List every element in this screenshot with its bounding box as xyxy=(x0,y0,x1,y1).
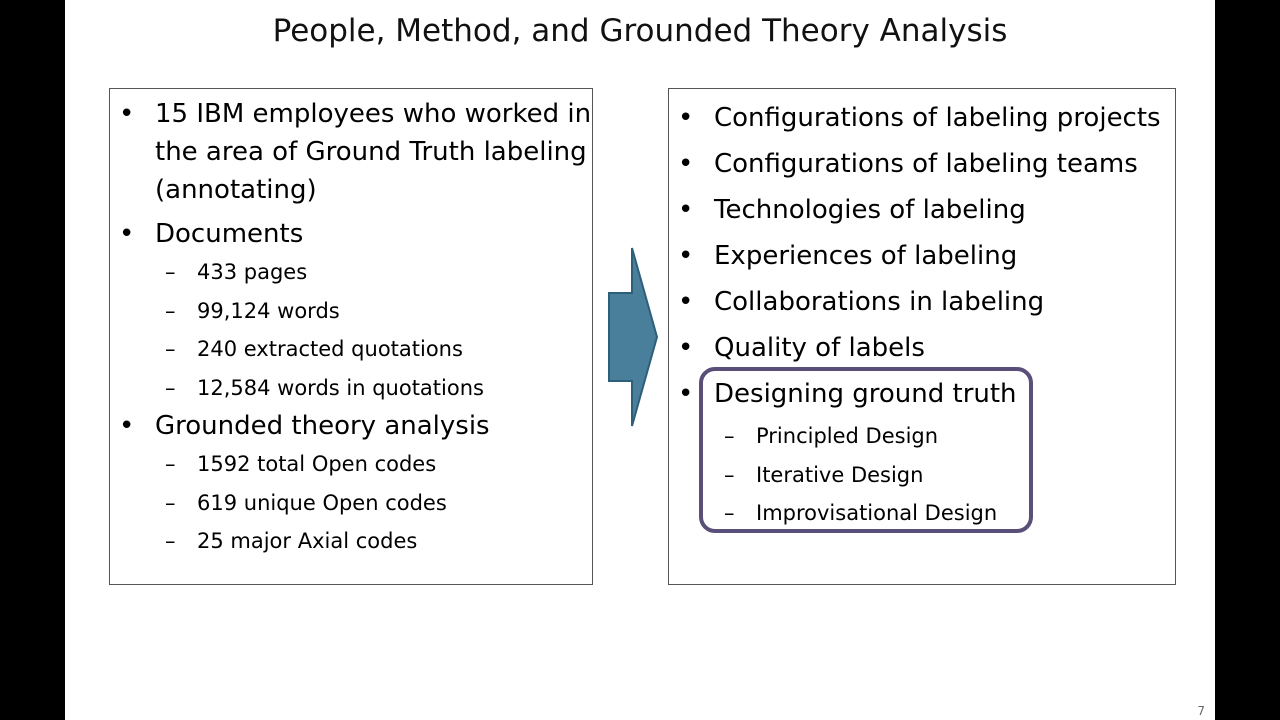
right-arrow-icon xyxy=(608,247,659,427)
sub-bullet-unique-open-codes: 619 unique Open codes xyxy=(110,484,592,523)
slide-title: People, Method, and Grounded Theory Anal… xyxy=(272,13,1008,49)
sub-bullet-quotations: 240 extracted quotations xyxy=(110,330,592,369)
sub-bullet-pages: 433 pages xyxy=(110,253,592,292)
page-number: 7 xyxy=(1197,704,1205,718)
bullet-experiences: Experiences of labeling xyxy=(669,233,1175,279)
slide: People, Method, and Grounded Theory Anal… xyxy=(65,0,1215,720)
bullet-collaborations: Collaborations in labeling xyxy=(669,279,1175,325)
bullet-employees: 15 IBM employees who worked in the area … xyxy=(110,95,592,209)
bullet-config-teams: Configurations of labeling teams xyxy=(669,141,1175,187)
bullet-technologies: Technologies of labeling xyxy=(669,187,1175,233)
sub-bullet-principled-design: Principled Design xyxy=(669,417,1175,456)
bullet-config-projects: Configurations of labeling projects xyxy=(669,95,1175,141)
left-bullet-list: 15 IBM employees who worked in the area … xyxy=(110,89,592,561)
sub-bullet-iterative-design: Iterative Design xyxy=(669,456,1175,495)
sub-bullet-total-open-codes: 1592 total Open codes xyxy=(110,445,592,484)
sub-bullet-axial-codes: 25 major Axial codes xyxy=(110,522,592,561)
right-content-box: Configurations of labeling projects Conf… xyxy=(668,88,1176,585)
left-content-box: 15 IBM employees who worked in the area … xyxy=(109,88,593,585)
sub-bullet-improvisational-design: Improvisational Design xyxy=(669,494,1175,533)
sub-bullet-words: 99,124 words xyxy=(110,292,592,331)
arrow-shape xyxy=(608,247,659,427)
bullet-grounded-theory: Grounded theory analysis xyxy=(110,407,592,445)
designing-ground-truth-highlight xyxy=(699,367,1033,533)
right-bullet-list: Configurations of labeling projects Conf… xyxy=(669,89,1175,533)
bullet-quality: Quality of labels xyxy=(669,325,1175,371)
bullet-designing-ground-truth: Designing ground truth xyxy=(669,371,1175,417)
sub-bullet-words-in-quotations: 12,584 words in quotations xyxy=(110,369,592,408)
bullet-documents: Documents xyxy=(110,215,592,253)
